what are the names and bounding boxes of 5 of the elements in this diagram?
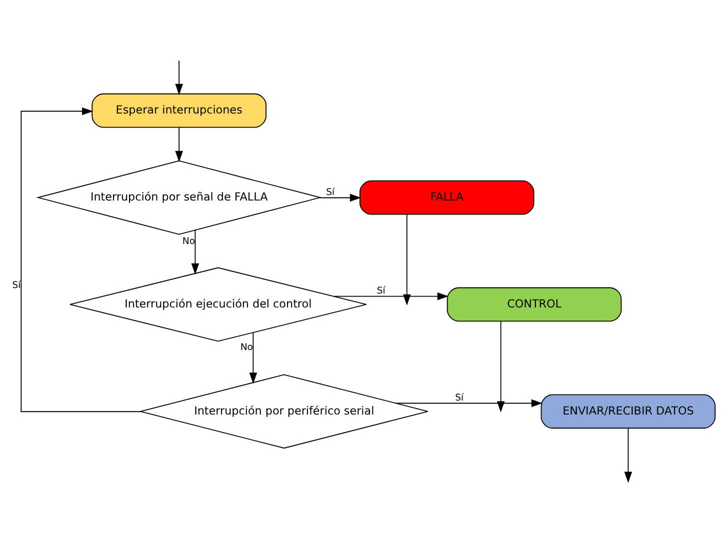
- edge-label: Sí: [455, 392, 464, 403]
- edge-label: Sí: [376, 285, 386, 296]
- edge-label: No: [240, 342, 253, 353]
- edge-label: No: [182, 236, 196, 247]
- edge-label: Sí: [326, 186, 335, 198]
